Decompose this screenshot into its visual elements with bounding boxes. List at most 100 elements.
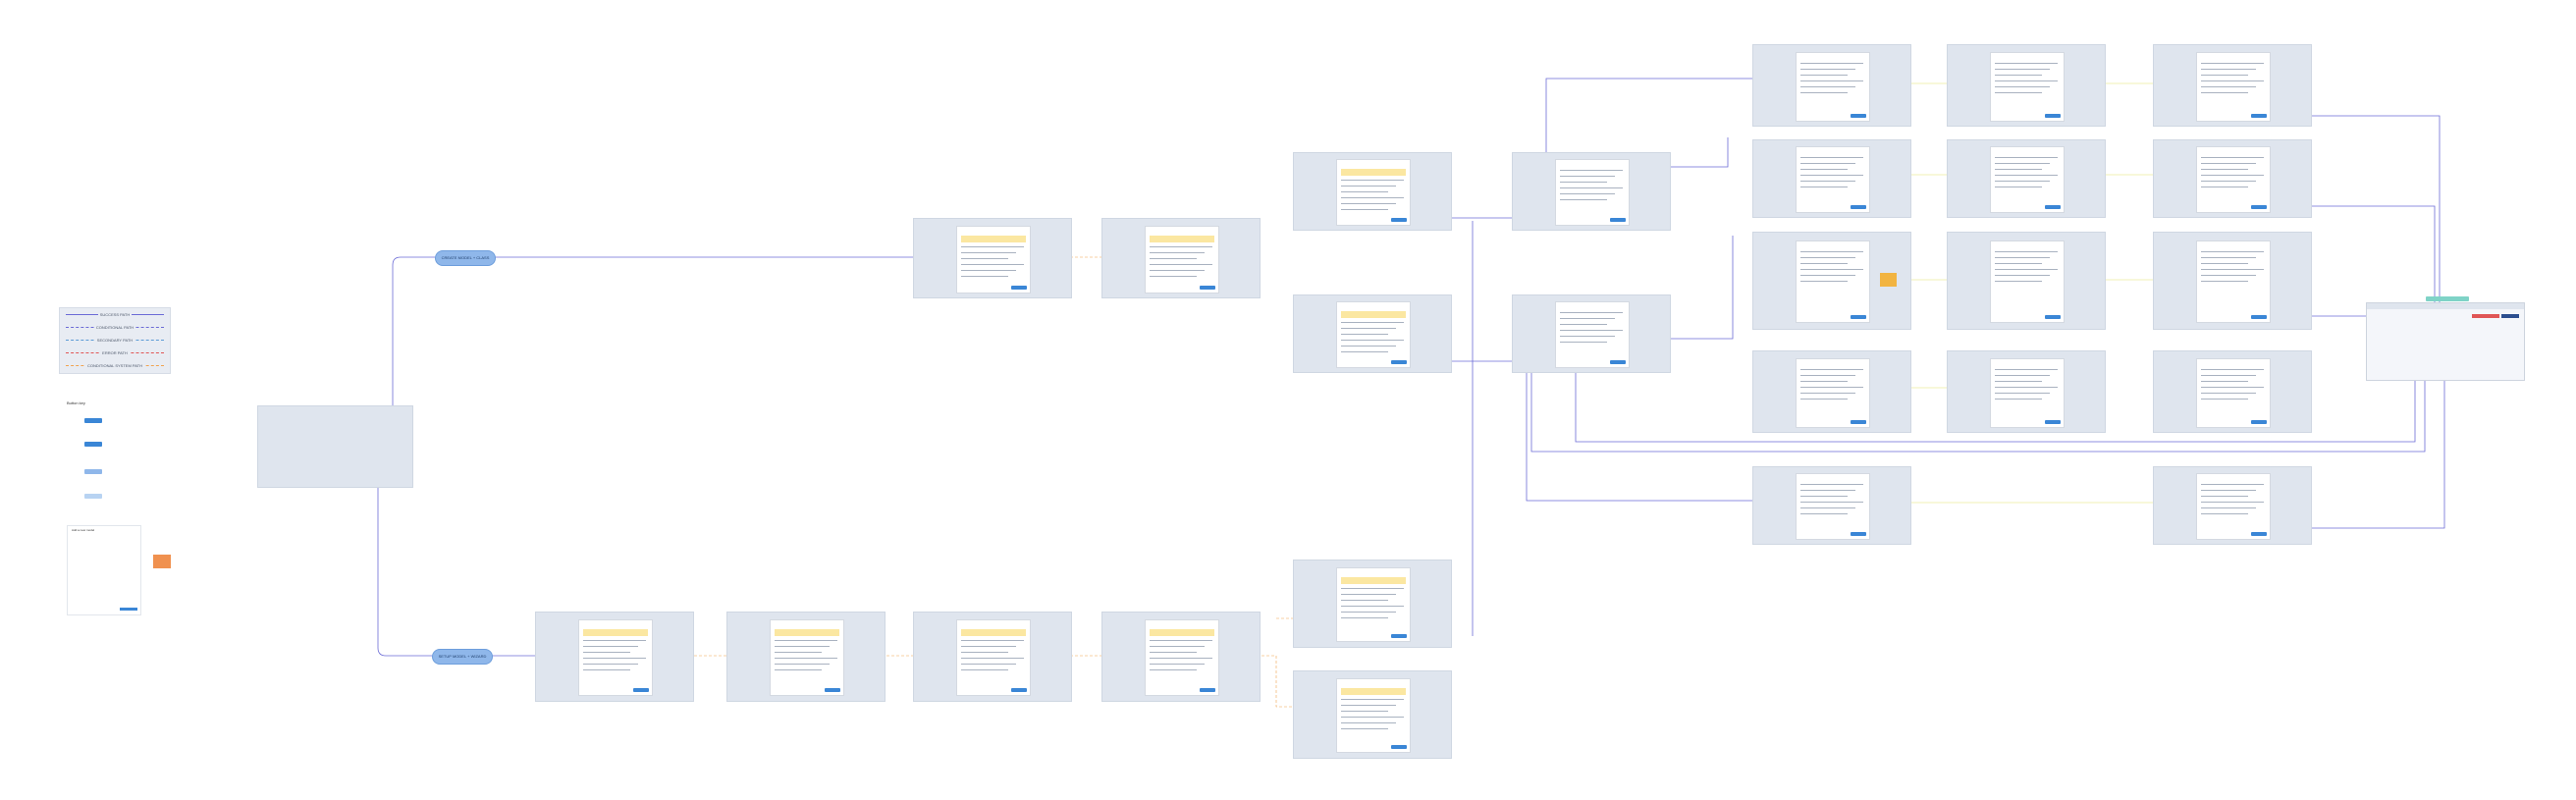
- screen-frame: [1293, 152, 1452, 231]
- text-line: [961, 652, 1008, 653]
- text-line: [961, 276, 1008, 277]
- screen-thumbnail: [1336, 567, 1411, 642]
- text-line: [1560, 187, 1623, 188]
- text-line: [1995, 387, 2058, 388]
- connector-right-2: [2302, 205, 2436, 302]
- text-line: [961, 258, 1008, 259]
- text-line: [1341, 617, 1388, 618]
- screen-thumbnail: [1990, 240, 2065, 323]
- screen-frame: [726, 612, 886, 702]
- text-line: [1150, 652, 1197, 653]
- warning-banner: [583, 629, 648, 636]
- text-line: [1341, 699, 1404, 700]
- primary-button: [1011, 688, 1027, 692]
- connector-table-to-lower: [377, 466, 432, 657]
- text-line: [1150, 246, 1212, 247]
- text-line: [1341, 209, 1388, 210]
- screen-thumbnail: [1796, 358, 1870, 428]
- connector-mid-2: [1669, 236, 1734, 340]
- text-line: [2201, 169, 2248, 170]
- screen-frame: [913, 612, 1072, 702]
- text-line: [1995, 86, 2050, 87]
- text-line: [1560, 330, 1623, 331]
- table-frame: [257, 405, 413, 488]
- upper-flow-pill: CREATE MODEL + CLASS: [435, 250, 496, 266]
- text-line: [583, 669, 630, 670]
- text-line: [583, 664, 638, 665]
- text-line: [1800, 369, 1863, 370]
- text-line: [1560, 170, 1623, 171]
- primary-button: [1200, 688, 1215, 692]
- text-line: [1800, 381, 1848, 382]
- text-line: [1800, 251, 1863, 252]
- legend-item: SUCCESS PATH: [60, 308, 170, 321]
- text-line: [1995, 157, 2058, 158]
- text-line: [1800, 484, 1863, 485]
- primary-button: [1391, 634, 1407, 638]
- screen-frame: [1293, 560, 1452, 648]
- warning-banner: [961, 629, 1026, 636]
- primary-button: [1610, 360, 1626, 364]
- text-line: [2201, 387, 2264, 388]
- warning-banner: [1341, 169, 1406, 176]
- text-line: [1800, 175, 1863, 176]
- primary-button: [2251, 315, 2267, 319]
- screen-thumbnail: [1336, 159, 1411, 226]
- primary-button: [1851, 420, 1866, 424]
- lower-flow-pill: SETUP MODEL + WIZARD: [432, 649, 493, 665]
- text-line: [1995, 69, 2050, 70]
- text-line: [1995, 399, 2042, 400]
- text-line: [961, 669, 1008, 670]
- legend-label: CONDITIONAL PATH: [93, 325, 136, 330]
- text-line: [1341, 705, 1396, 706]
- text-line: [1560, 318, 1615, 319]
- text-line: [1800, 92, 1848, 93]
- primary-button: [1391, 745, 1407, 749]
- screen-thumbnail: [578, 619, 653, 696]
- primary-button: [2045, 420, 2061, 424]
- text-line: [1560, 182, 1607, 183]
- final-screen-frame: [2366, 296, 2525, 381]
- text-line: [1995, 92, 2042, 93]
- connector-lower-chain-4: [1257, 655, 1293, 708]
- text-line: [1560, 199, 1607, 200]
- final-screen-error-button: [2472, 314, 2499, 318]
- text-line: [1800, 86, 1855, 87]
- primary-button: [633, 688, 649, 692]
- screen-frame: [2153, 232, 2312, 330]
- text-line: [1995, 163, 2050, 164]
- screen-frame: [1101, 612, 1261, 702]
- text-line: [2201, 263, 2248, 264]
- text-line: [2201, 513, 2248, 514]
- text-line: [1995, 251, 2058, 252]
- text-line: [1800, 502, 1863, 503]
- text-line: [1341, 340, 1404, 341]
- text-line: [1995, 63, 2058, 64]
- text-line: [2201, 281, 2248, 282]
- legend-label: SECONDARY PATH: [94, 338, 135, 343]
- legend-item: ERROR PATH: [60, 347, 170, 359]
- text-line: [1560, 324, 1607, 325]
- screen-frame: [2153, 44, 2312, 127]
- primary-button: [1391, 218, 1407, 222]
- text-line: [2201, 75, 2248, 76]
- text-line: [2201, 163, 2256, 164]
- screen-thumbnail: [1796, 240, 1870, 323]
- text-line: [775, 646, 830, 647]
- connector-table-to-upper: [378, 256, 435, 433]
- text-line: [1150, 258, 1197, 259]
- legend-item: SECONDARY PATH: [60, 334, 170, 347]
- text-line: [1341, 612, 1396, 613]
- screen-thumbnail: [1796, 146, 1870, 213]
- text-line: [2201, 269, 2264, 270]
- primary-button: [2251, 114, 2267, 118]
- text-line: [775, 664, 830, 665]
- text-line: [2201, 175, 2264, 176]
- text-line: [1995, 269, 2058, 270]
- text-line: [961, 270, 1016, 271]
- text-line: [1150, 646, 1205, 647]
- text-line: [1995, 75, 2042, 76]
- text-line: [1560, 312, 1623, 313]
- key-secondary-button: [84, 442, 102, 447]
- text-line: [1341, 197, 1404, 198]
